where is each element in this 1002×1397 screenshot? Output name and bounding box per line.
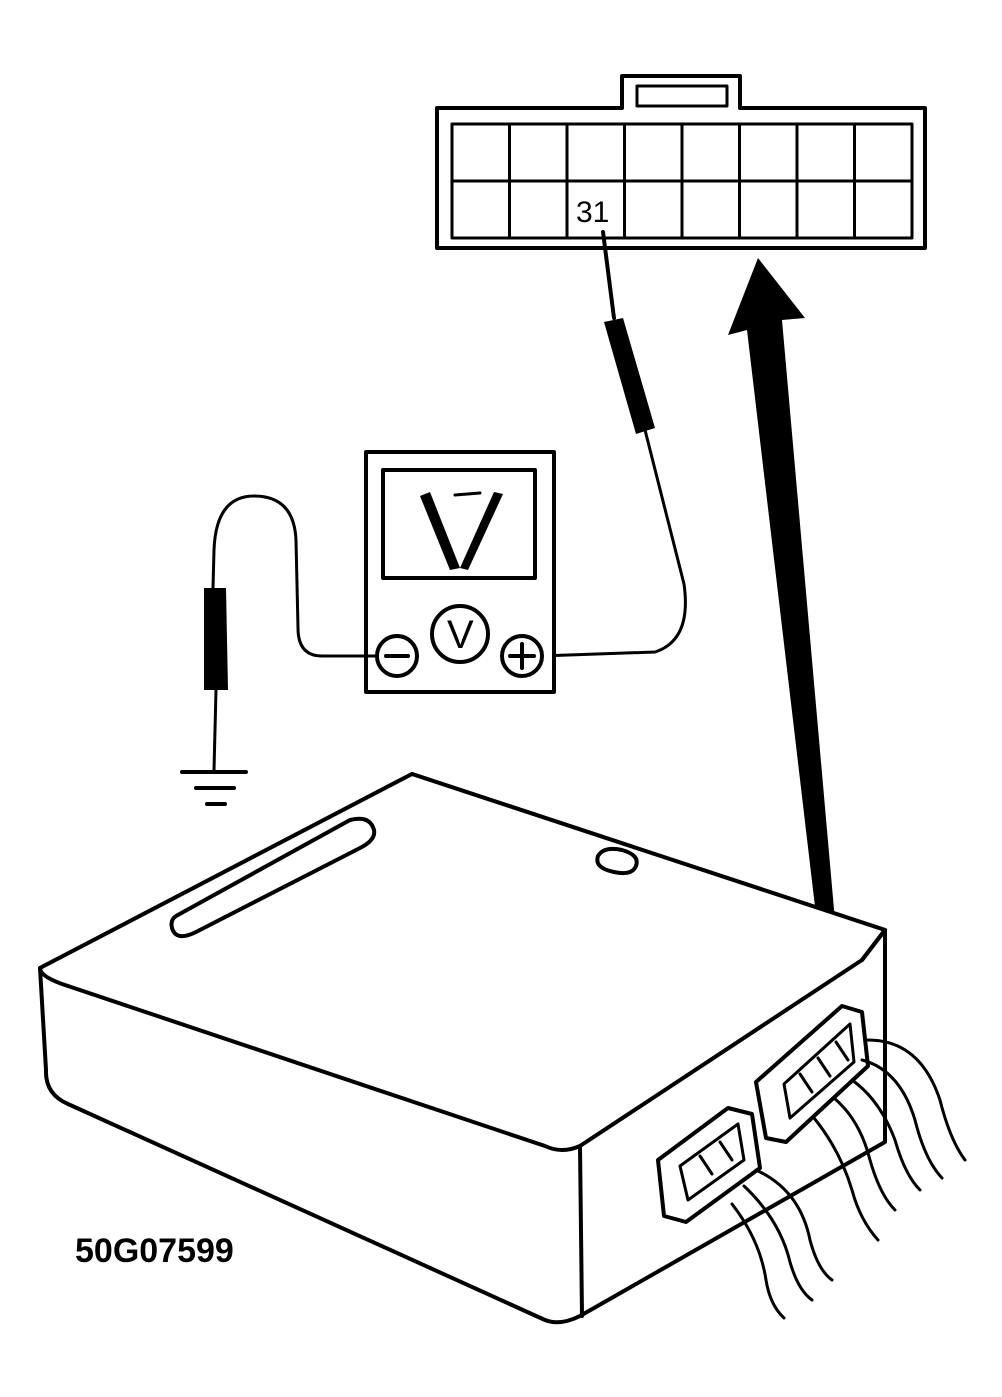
harness-connector-lower <box>656 1106 762 1224</box>
negative-probe <box>180 494 379 806</box>
direction-arrow <box>728 258 842 1000</box>
harness-connector-upper <box>754 1004 870 1144</box>
ground-icon <box>180 770 248 806</box>
voltmeter-unit-label: V <box>447 613 474 657</box>
voltmeter-dial-icon <box>430 604 490 664</box>
voltmeter: V <box>364 450 556 694</box>
positive-probe <box>538 230 687 658</box>
module-hole <box>595 846 639 876</box>
harness-wires <box>730 1038 967 1320</box>
connector-pin-label: 31 <box>576 196 609 229</box>
connector-face: 31 <box>435 74 927 250</box>
connector-grid <box>450 122 914 240</box>
figure-id-label: 50G07599 <box>75 1232 234 1270</box>
module-slot <box>169 816 377 939</box>
